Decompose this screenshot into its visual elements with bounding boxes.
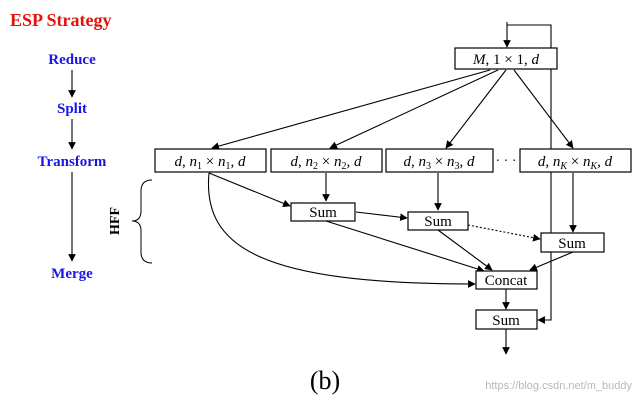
branch-node-k: d, nK × nK, d [519, 148, 632, 173]
svg-text:Sum: Sum [492, 313, 520, 329]
step-transform: Transform [38, 154, 107, 170]
edge-reduce-bk [513, 69, 574, 149]
svg-text:d, n3 × n3, d: d, n3 × n3, d [404, 154, 475, 172]
svg-text:M, 1 × 1, d: M, 1 × 1, d [472, 52, 539, 68]
watermark-text: https://blog.csdn.net/m_buddy [485, 380, 632, 392]
step-split: Split [57, 101, 87, 117]
edge-sum3-concat [529, 251, 574, 271]
branch-node-3: d, n3 × n3, d [385, 148, 494, 173]
branch-node-1: d, n1 × n1, d [154, 148, 267, 173]
edge-sum2-concat [437, 229, 493, 271]
svg-text:d, n2 × n2, d: d, n2 × n2, d [291, 154, 362, 172]
hff-label: HFF [108, 207, 123, 235]
branch-ellipsis: · · · [496, 154, 517, 169]
sum-node-1: Sum [290, 202, 356, 222]
branch-node-2: d, n2 × n2, d [270, 148, 383, 173]
edge-sum2-sum3 [467, 224, 541, 242]
strategy-title: ESP Strategy [10, 10, 112, 30]
edge-reduce-b1 [211, 69, 491, 150]
edge-sum1-sum2 [355, 211, 408, 222]
svg-text:d, n1 × n1, d: d, n1 × n1, d [175, 154, 246, 172]
step-reduce: Reduce [48, 52, 96, 68]
svg-text:Sum: Sum [558, 236, 586, 252]
concat-node: Concat [475, 270, 538, 290]
edge-reduce-b3 [445, 69, 507, 149]
hff-brace [131, 179, 153, 264]
edge-reduce-b2 [329, 69, 499, 149]
svg-text:Sum: Sum [424, 214, 452, 230]
figure-caption: (b) [310, 366, 340, 395]
step-merge: Merge [51, 266, 93, 282]
edge-b1-concat [207, 172, 476, 288]
svg-text:Concat: Concat [485, 273, 528, 289]
reduce-node: M, 1 × 1, d [454, 47, 558, 70]
edge-sum1-concat [325, 220, 485, 273]
svg-text:Sum: Sum [309, 205, 337, 221]
svg-text:d, nK × nK, d: d, nK × nK, d [538, 154, 613, 172]
edge-b1-sum1 [208, 172, 291, 207]
final-sum-node: Sum [475, 309, 538, 330]
sum-node-2: Sum [407, 211, 469, 231]
sum-node-3: Sum [540, 232, 605, 253]
connectors [207, 22, 577, 355]
